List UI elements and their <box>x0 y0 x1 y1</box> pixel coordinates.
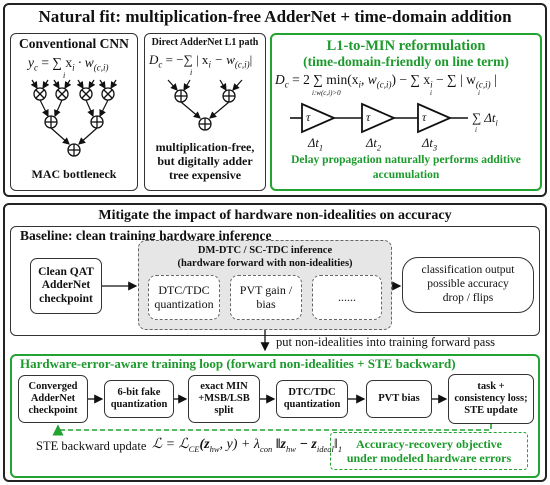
l1-formula-rest3: ) − ∑ x <box>391 72 431 87</box>
addernet-caption-3: tree expensive <box>168 168 242 182</box>
addernet-formula-tail-sub: (c,i) <box>234 59 250 70</box>
clean-qat-checkpoint-node: Clean QAT AdderNet checkpoint <box>30 258 102 314</box>
delay-sum-index: i <box>475 126 477 134</box>
adder-icon <box>67 143 81 157</box>
cnn-caption: MAC bottleneck <box>31 167 117 181</box>
delay-buffer-icon <box>361 102 397 134</box>
step-dtc-tdc-quantization: DTC/TDC quantization <box>276 380 348 418</box>
dm-dtc-title-1: DM-DTC / SC-TDC inference <box>197 245 333 256</box>
cnn-formula-lhs: y <box>28 55 34 70</box>
ste-backward-label: STE backward update <box>36 439 147 453</box>
l1-formula-rest: = 2 ∑ min(x <box>292 72 359 87</box>
delay-buffer-icon <box>417 102 453 134</box>
step-loss-ste-update: task + consistency loss; STE update <box>448 374 534 424</box>
addernet-caption-2: but digitally adder <box>157 154 253 168</box>
cnn-sum-index: i <box>63 71 66 80</box>
step-exact-min-split: exact MIN +MSB/LSB split <box>188 375 260 423</box>
delay-sum: ∑ Δti <box>472 110 498 128</box>
l1-to-min-formula: Dc = 2 ∑ min(xi, w(c,i)) − ∑ xi − ∑ | w(… <box>275 72 497 90</box>
l1-sum-index-3: i <box>478 89 480 97</box>
objective-line-1: Accuracy-recovery objective <box>355 436 503 451</box>
bottom-panel <box>3 203 547 482</box>
l1-to-min-caption-2: accumulation <box>372 169 440 181</box>
cnn-mac-tree-diagram <box>30 79 118 157</box>
objective-line-2: under modeled hardware errors <box>346 451 512 465</box>
l1-to-min-caption-1: Delay propagation naturally performs add… <box>291 154 521 166</box>
multiplier-icon <box>33 87 47 101</box>
nonideality-item-pvt: PVT gain / bias <box>230 275 302 320</box>
l1-formula-rest5: | <box>490 72 497 87</box>
put-nonidealities-label: put non-idealities into training forward… <box>276 335 496 349</box>
delay-label-1: Δt1 <box>308 136 324 153</box>
addernet-formula: Dc = −∑ | xi − w(c,i)| <box>149 52 253 70</box>
accuracy-recovery-objective-box: Accuracy-recovery objective under modele… <box>330 432 528 470</box>
multiplier-icon <box>101 87 115 101</box>
delay-label-3: Δt3 <box>422 136 438 153</box>
cnn-box <box>10 33 138 191</box>
dm-dtc-title-2: (hardware forward with non-idealities) <box>177 258 353 269</box>
adder-icon <box>174 89 188 103</box>
addernet-caption-1: multiplication-free, <box>155 140 255 154</box>
addernet-formula-lhs: D <box>149 52 159 67</box>
hw-aware-loop-title: Hardware-error-aware training loop (forw… <box>20 356 456 371</box>
adder-icon <box>198 117 212 131</box>
cnn-formula-rhs-sub: i <box>72 62 75 73</box>
cnn-formula: yc = ∑ xi · w(c,i) <box>28 55 109 74</box>
cnn-formula-lhs-sub: c <box>34 62 38 73</box>
addernet-title: Direct AdderNet L1 path <box>151 37 259 48</box>
addernet-formula-rhs-sub: i <box>208 59 211 70</box>
adder-icon <box>44 115 58 129</box>
bottom-title: Mitigate the impact of hardware non-idea… <box>98 208 452 223</box>
cnn-formula-tail-sub: (c,i) <box>93 62 109 73</box>
delay-tau-2: τ <box>366 110 371 124</box>
hw-aware-loop-box <box>10 354 540 478</box>
addernet-box <box>144 33 266 191</box>
delay-label-2: Δt2 <box>366 136 382 153</box>
step-converged-checkpoint: Converged AdderNet checkpoint <box>18 375 88 423</box>
addernet-sum-index: i <box>190 68 193 77</box>
ste-formula: ℒ = ℒCE(zhw, y) + λcon ‖zhw − zideal‖1 <box>152 437 343 454</box>
nonideality-item-more: ...... <box>312 275 382 320</box>
l1-to-min-title-2: (time-domain-friendly on line term) <box>303 54 509 69</box>
l1-to-min-title-1: L1-to-MIN reformulation <box>326 38 486 54</box>
nonideality-item-quantization: DTC/TDC quantization <box>148 275 220 320</box>
cnn-formula-tail: · w <box>78 55 94 70</box>
l1-formula-rest4: − ∑ | w <box>432 72 476 87</box>
delay-tau-1: τ <box>306 110 311 124</box>
step-fake-quantization: 6-bit fake quantization <box>104 380 174 418</box>
cnn-formula-rhs: = ∑ x <box>41 55 73 70</box>
l1-formula-rest2: , w <box>361 72 377 87</box>
l1-formula-d-sub: c <box>284 79 289 90</box>
addernet-formula-rhs: = −∑ | x <box>165 52 209 67</box>
delay-tau-3: τ <box>422 110 427 124</box>
l1-sum-index-2: i <box>430 89 432 97</box>
addernet-adder-tree-diagram <box>167 79 243 131</box>
delay-chain-diagram <box>290 102 468 134</box>
delay-buffer-icon <box>301 102 337 134</box>
l1-formula-d: D <box>275 72 285 87</box>
page-title: Natural fit: multiplication-free AdderNe… <box>38 7 512 26</box>
addernet-formula-lhs-sub: c <box>158 59 163 70</box>
l1-sum-index-1: i:w(c,i)>0 <box>312 89 341 97</box>
addernet-formula-end: | <box>249 52 253 67</box>
top-panel <box>3 3 547 197</box>
step-pvt-bias: PVT bias <box>366 380 432 418</box>
baseline-title: Baseline: clean training hardware infere… <box>20 228 272 243</box>
cnn-title: Conventional CNN <box>19 36 129 51</box>
classification-output-node: classification output possible accuracy … <box>402 257 534 313</box>
addernet-formula-tail: − w <box>214 52 235 67</box>
l1-to-min-box <box>270 33 542 191</box>
